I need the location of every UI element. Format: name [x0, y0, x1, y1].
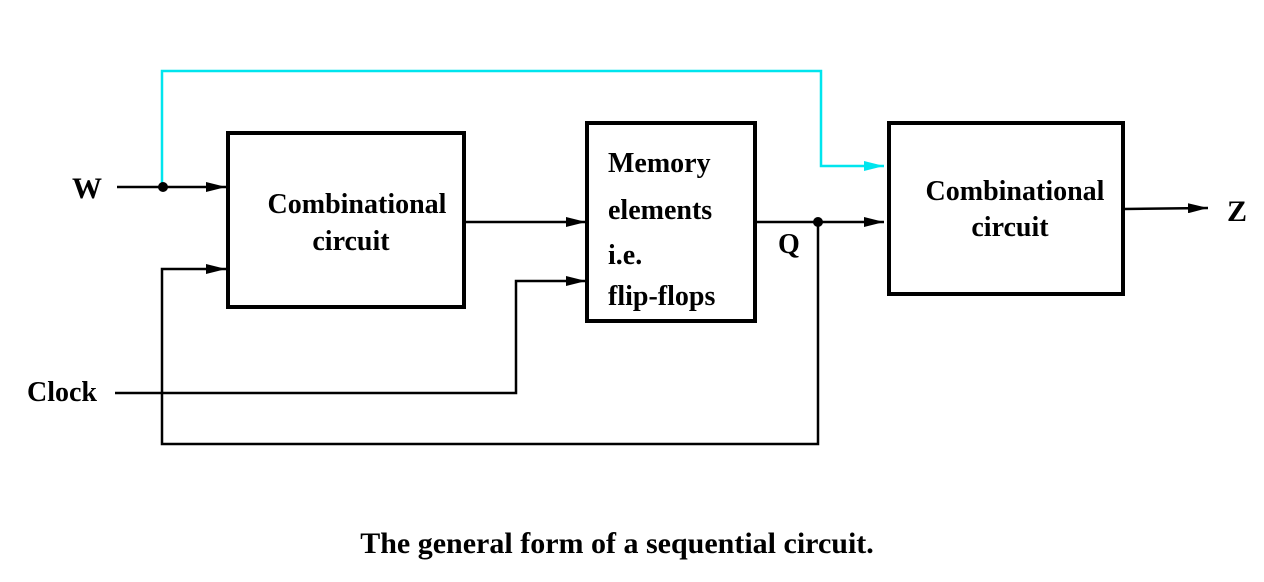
comb-right-label-line1: Combinational: [926, 176, 1105, 207]
memory-label-line3: i.e.: [608, 240, 642, 271]
clock-label: Clock: [27, 377, 97, 408]
memory-label-line4: flip-flops: [608, 281, 715, 312]
figure-caption: The general form of a sequential circuit…: [360, 527, 874, 560]
feedback-wire: [160, 222, 820, 446]
clock-wire: [115, 276, 586, 395]
input-w-label: W: [72, 172, 102, 205]
memory-label-line2: elements: [608, 195, 712, 226]
q-junction-dot: [813, 217, 823, 227]
memory-elements-block: Memory elements i.e. flip-flops: [585, 121, 757, 323]
z-output-wire: [1123, 203, 1209, 214]
comb-left-label-line2: circuit: [312, 226, 390, 257]
memory-label-line1: Memory: [608, 148, 711, 179]
comb-right-label-line2: circuit: [971, 212, 1049, 243]
output-z-label: Z: [1227, 195, 1247, 228]
w-bypass-wire: [160, 69, 884, 187]
state-q-label: Q: [778, 229, 800, 260]
combinational-circuit-left: Combinational circuit: [226, 131, 466, 309]
w-junction-dot: [158, 182, 168, 192]
combinational-circuit-right: Combinational circuit: [887, 121, 1125, 296]
comb-left-label-line1: Combinational: [268, 189, 447, 220]
